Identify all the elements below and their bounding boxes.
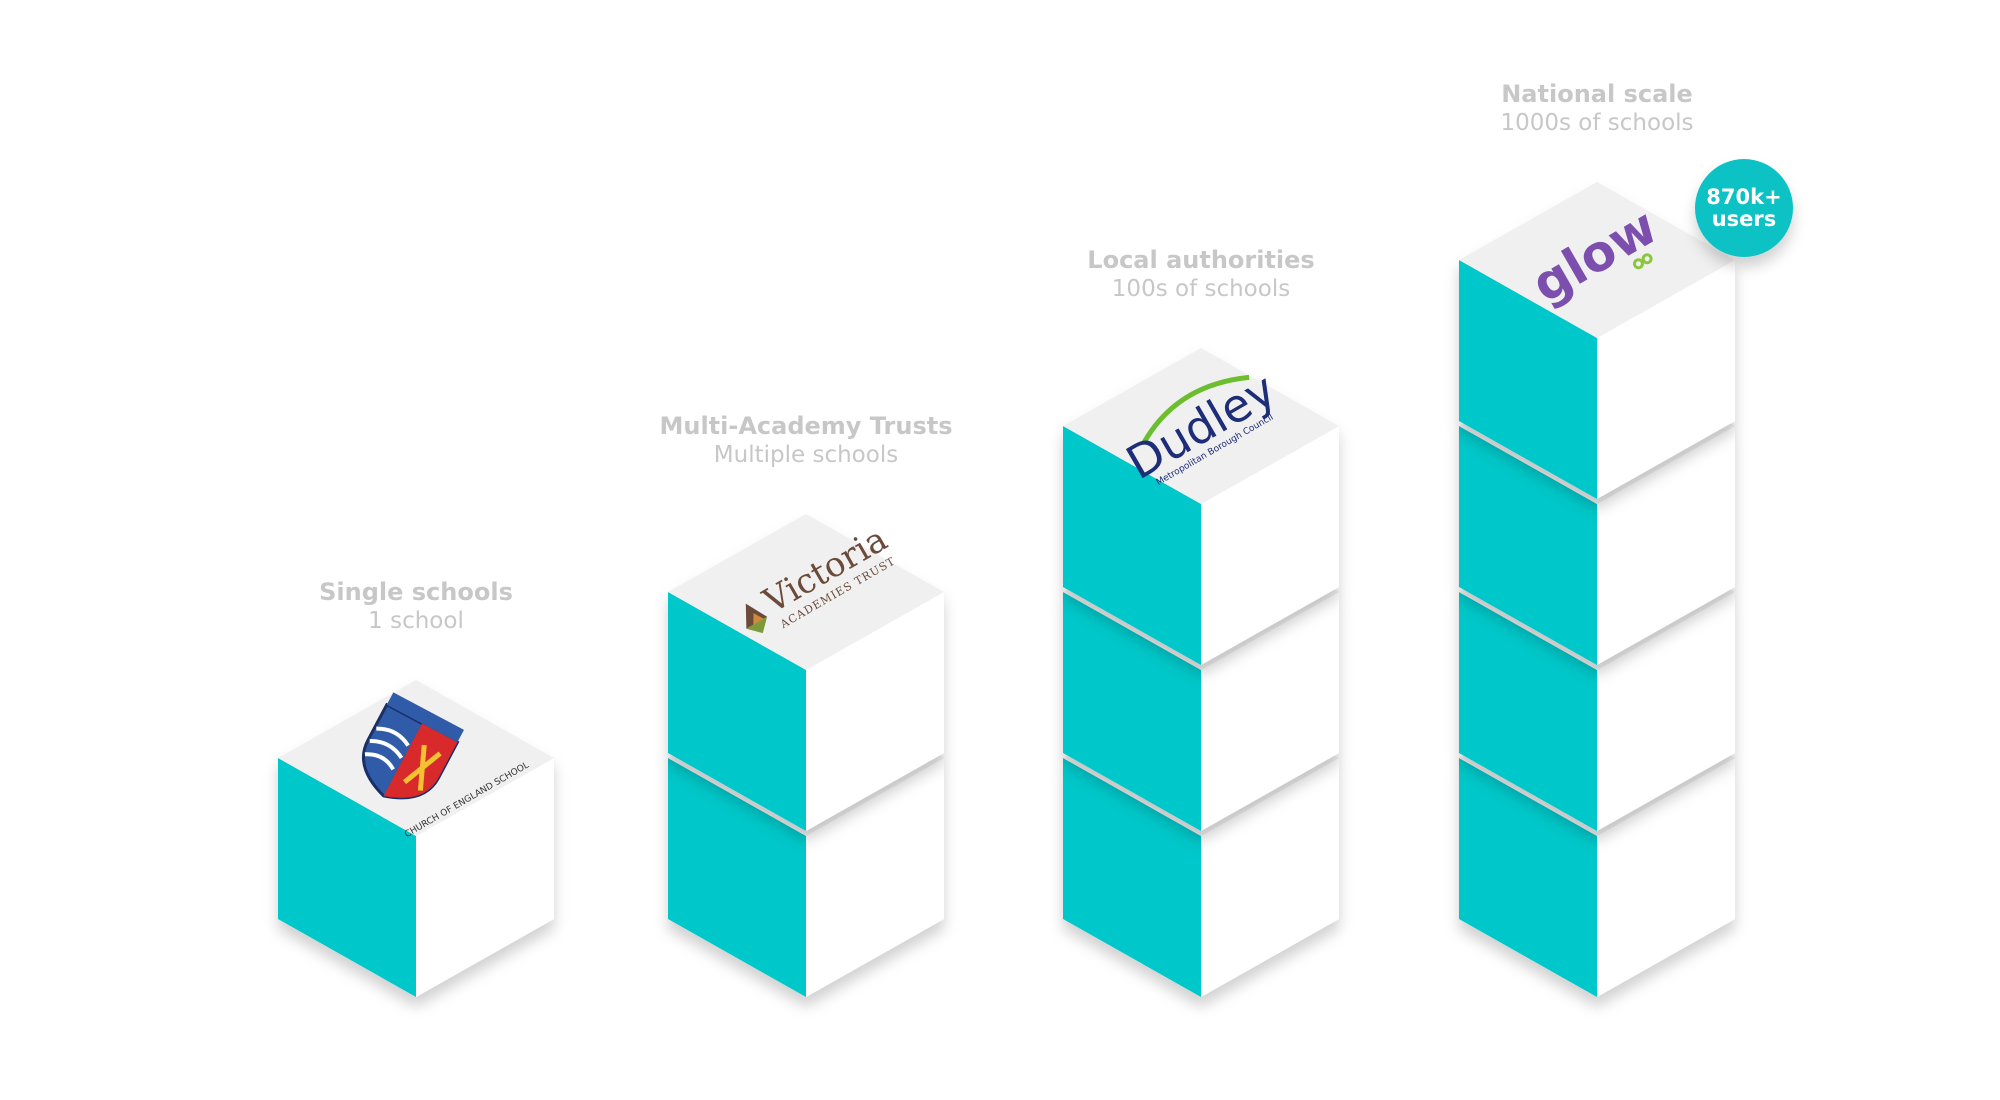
- stack-title: Local authorities: [1087, 246, 1314, 274]
- cube-right-face: [1597, 426, 1735, 665]
- cube-left-face: [668, 592, 806, 831]
- cube-left-face: [1063, 758, 1201, 997]
- cube-right-face: [1597, 260, 1735, 499]
- users-badge: 870k+users: [1695, 159, 1793, 257]
- stack-cube-1: [278, 680, 554, 997]
- cube-top-face: [1459, 182, 1735, 338]
- cube-left-face: [278, 758, 416, 997]
- svg-text:users: users: [1712, 207, 1777, 231]
- cube-left-face: [1459, 426, 1597, 665]
- stack-cube-2: [668, 514, 944, 831]
- svg-text:870k+: 870k+: [1706, 185, 1781, 209]
- stack-cube-4: [1459, 182, 1735, 499]
- cube-left-face: [1459, 758, 1597, 997]
- stack-title: National scale: [1501, 80, 1693, 108]
- cube-left-face: [1063, 592, 1201, 831]
- stack-subtitle: 1 school: [368, 608, 464, 634]
- stack-subtitle: Multiple schools: [714, 442, 898, 468]
- cube-right-face: [1201, 426, 1339, 665]
- stack-subtitle: 1000s of schools: [1500, 110, 1693, 136]
- cube-top-face: [668, 514, 944, 670]
- cube-right-face: [1201, 758, 1339, 997]
- stack-cube-3: [1063, 348, 1339, 665]
- cube-left-face: [668, 758, 806, 997]
- cube-top-face: [1063, 348, 1339, 504]
- cube-right-face: [806, 758, 944, 997]
- stack-cube-1: [1459, 680, 1735, 997]
- cube-right-face: [1597, 592, 1735, 831]
- stack-title: Single schools: [319, 578, 513, 606]
- stack-cube-2: [1459, 514, 1735, 831]
- cube-right-face: [416, 758, 554, 997]
- cube-left-face: [1459, 260, 1597, 499]
- cube-right-face: [1597, 758, 1735, 997]
- stack-title: Multi-Academy Trusts: [659, 412, 952, 440]
- cube-left-face: [1459, 592, 1597, 831]
- cube-right-face: [1201, 592, 1339, 831]
- cube-left-face: [1063, 426, 1201, 665]
- cube-right-face: [806, 592, 944, 831]
- stack-subtitle: 100s of schools: [1112, 276, 1290, 302]
